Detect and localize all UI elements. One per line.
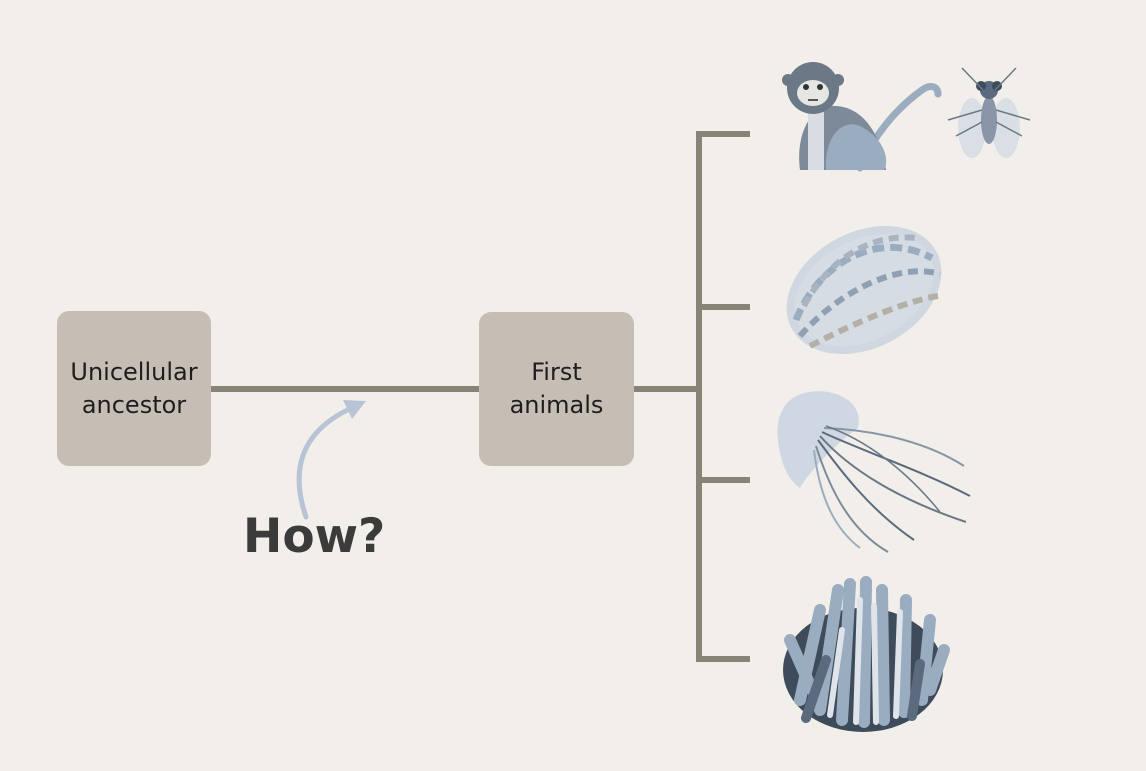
how-annotation: How? [243,509,386,564]
node-label-line1: First [531,358,582,386]
node-label-line2: animals [509,391,604,419]
node-unicellular-ancestor: Unicellular ancestor [57,311,211,466]
comb-jelly-icon [786,225,942,355]
jellyfish-icon [777,391,971,553]
curved-arrow-icon [296,400,366,520]
fly-icon [947,67,1031,158]
node-label-line2: ancestor [81,390,187,419]
node-label-line1: Unicellular [70,357,198,386]
node-first-animals: First animals [479,312,634,466]
sponge-icon [783,576,950,732]
monkey-icon [782,62,942,172]
